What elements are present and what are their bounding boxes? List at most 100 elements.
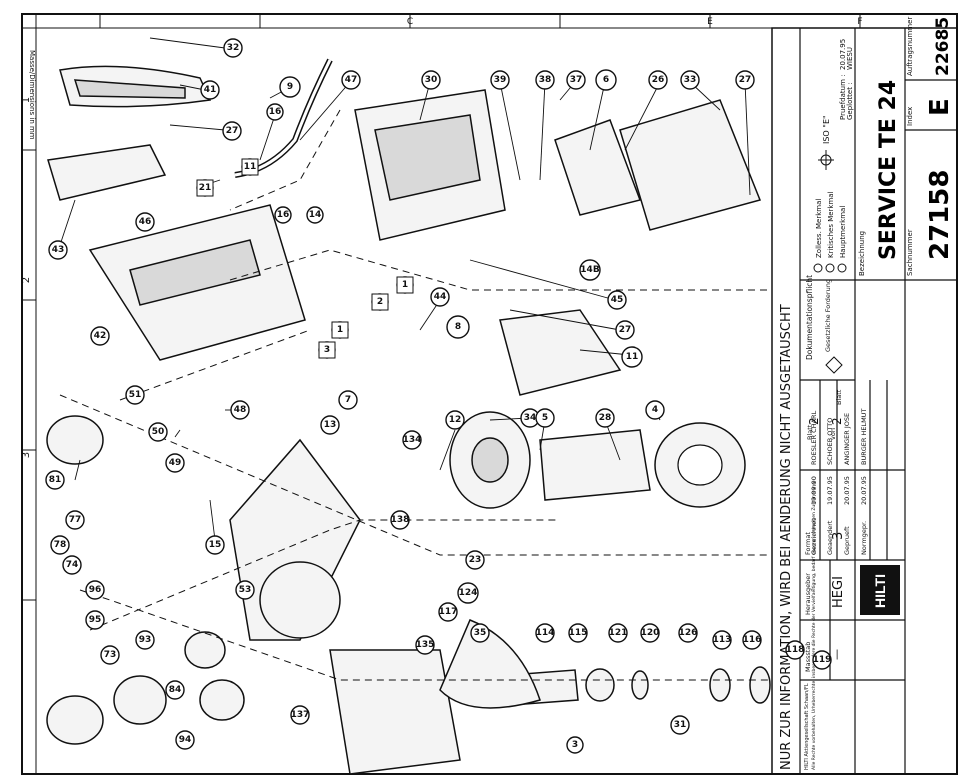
pruefdatum-label: Pruefdatum : <box>839 75 847 121</box>
end-cover-part <box>619 99 762 231</box>
svg-text:HILTI: HILTI <box>872 574 888 608</box>
svg-text:135: 135 <box>416 640 435 650</box>
svg-text:39: 39 <box>494 75 507 85</box>
svg-text:93: 93 <box>139 635 152 645</box>
grid-letter-c: C <box>407 17 413 27</box>
grid-letter-e: E <box>707 17 713 27</box>
svg-text:41: 41 <box>204 85 217 95</box>
herausgeber-value: HEGI <box>831 576 846 608</box>
von-value: 2 <box>830 417 844 425</box>
title-block: NUR ZUR INFORMATION, WIRD BEI AENDERUNG … <box>771 17 958 775</box>
svg-text:118: 118 <box>786 645 805 655</box>
gesetz-diamond-icon <box>825 356 843 374</box>
callout-94: 94 <box>175 730 195 750</box>
callout-126: 126 <box>678 623 698 643</box>
rev-date-3: 20.07.95 <box>843 476 851 505</box>
rev-label-3: Geprueft <box>843 526 851 555</box>
svg-text:27: 27 <box>226 126 239 136</box>
rev-date-2: 19.07.95 <box>826 476 834 505</box>
callout-116: 116 <box>742 630 762 650</box>
svg-text:53: 53 <box>239 585 252 595</box>
masstab-value: — <box>830 649 843 660</box>
callout-9: 9 <box>279 76 301 98</box>
symbol-kritisch: Kritisches Merkmal <box>827 191 835 258</box>
callout-11b: 11 <box>621 346 643 368</box>
brush-holder-part <box>554 119 641 216</box>
switch-cover-part <box>499 309 622 396</box>
svg-text:33: 33 <box>684 75 697 85</box>
iso-label: ISO "E" <box>822 115 831 144</box>
von-label: von <box>829 428 837 440</box>
svg-text:134: 134 <box>403 435 422 445</box>
callout-74: 74 <box>62 555 82 575</box>
left-grid-ticks <box>22 149 36 601</box>
callout-30: 30 <box>421 70 441 90</box>
callout-6: 6 <box>595 69 617 91</box>
callout-23: 23 <box>465 550 485 570</box>
callout-134: 134 <box>402 430 422 450</box>
svg-text:9: 9 <box>287 82 293 92</box>
svg-text:42: 42 <box>94 331 107 341</box>
auftrag-label: Auftragsnummer <box>906 17 914 76</box>
symbol-zoll: Zolless. Merkmal <box>815 199 823 258</box>
callout-114: 114 <box>535 623 555 643</box>
blatt-value: 2 <box>807 417 821 425</box>
svg-text:3: 3 <box>324 345 330 355</box>
callout-4: 4 <box>645 400 665 420</box>
callout-119: 119 <box>812 650 832 670</box>
symbol-gesetz: Gesetzliche Forderung <box>824 279 832 352</box>
company-line: HILTI Aktiengesellschaft Schaan/FL <box>804 683 810 770</box>
callout-37: 37 <box>566 70 586 90</box>
svg-text:47: 47 <box>345 75 358 85</box>
svg-text:27: 27 <box>619 325 632 335</box>
callout-35: 35 <box>470 623 490 643</box>
svg-text:78: 78 <box>54 540 67 550</box>
svg-text:1: 1 <box>337 325 343 335</box>
callout-117: 117 <box>438 602 458 622</box>
svg-text:3: 3 <box>572 740 578 750</box>
svg-text:28: 28 <box>599 413 612 423</box>
sachnummer-label: Sachnummer <box>906 229 914 276</box>
svg-text:4: 4 <box>652 405 658 415</box>
callout-8: 8 <box>446 315 470 339</box>
callout-31: 31 <box>670 715 690 735</box>
part-callouts: 32 41 27 47 9 16 30 39 38 37 6 26 33 27 … <box>45 38 832 754</box>
svg-text:12: 12 <box>449 415 462 425</box>
chuck-part <box>46 415 104 465</box>
callout-27b: 27 <box>735 70 755 90</box>
rights-note: Alle Rechte vorbehalten, Urheberrechte, … <box>811 482 817 770</box>
callout-3b: 3 <box>566 736 584 754</box>
svg-text:46: 46 <box>139 217 152 227</box>
herausgeber-label: Herausgeber <box>804 573 812 615</box>
callout-39: 39 <box>490 70 510 90</box>
svg-text:50: 50 <box>152 427 165 437</box>
rev-name-2: SCHOEB OTTO <box>826 418 834 465</box>
svg-text:27: 27 <box>739 75 752 85</box>
svg-text:48: 48 <box>234 405 247 415</box>
callout-118: 118 <box>785 640 805 660</box>
rev-date-4: 20.07.95 <box>860 476 868 505</box>
square-tags <box>196 158 414 359</box>
svg-text:1: 1 <box>402 280 408 290</box>
svg-text:34: 34 <box>524 413 537 423</box>
callout-50: 50 <box>148 422 168 442</box>
svg-text:124: 124 <box>459 588 478 598</box>
callout-53: 53 <box>235 580 255 600</box>
svg-text:14: 14 <box>309 210 322 220</box>
svg-text:84: 84 <box>169 685 182 695</box>
svg-text:94: 94 <box>179 735 192 745</box>
callout-14: 14 <box>306 206 324 224</box>
svg-text:23: 23 <box>469 555 482 565</box>
svg-text:120: 120 <box>641 628 660 638</box>
callout-84: 84 <box>165 680 185 700</box>
callout-28: 28 <box>595 408 615 428</box>
callout-14b: 14B <box>579 259 601 281</box>
geplottet-value: WIESU <box>846 47 854 70</box>
lower-gear-part <box>329 649 461 775</box>
callout-77: 77 <box>65 510 85 530</box>
svg-text:77: 77 <box>69 515 82 525</box>
grid-letter-f: F <box>857 17 862 27</box>
svg-text:51: 51 <box>129 390 142 400</box>
callout-43: 43 <box>48 240 68 260</box>
